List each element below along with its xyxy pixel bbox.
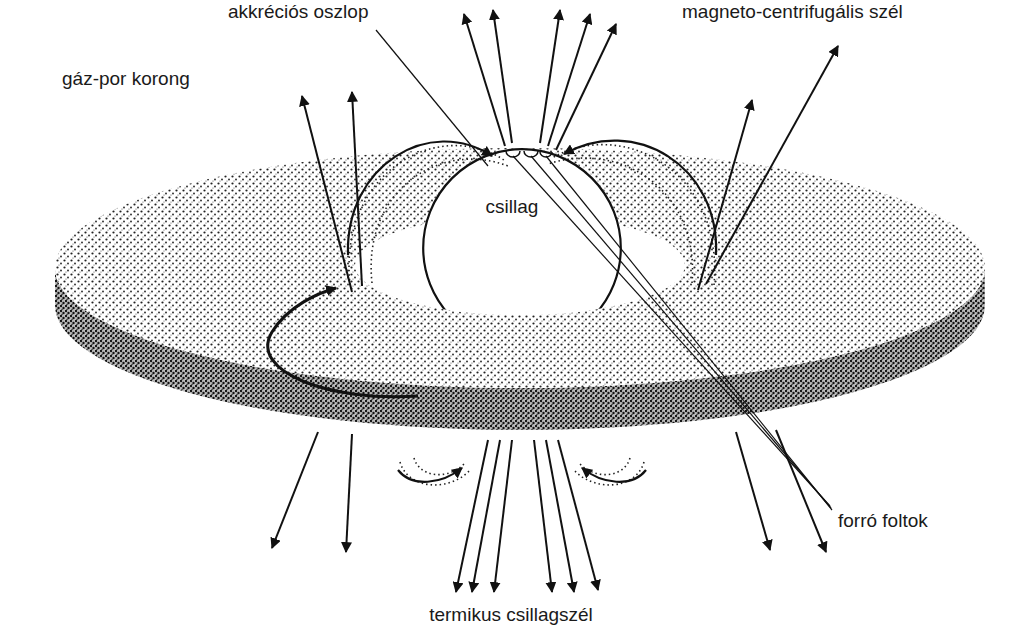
wind-arrows <box>272 10 838 592</box>
accretion-flow <box>348 141 716 482</box>
hotspot-label: forró foltok <box>836 510 930 533</box>
star-circle: csillag <box>422 148 622 348</box>
rotation-arrow <box>268 288 418 397</box>
thermal-wind-label: termikus csillagszél <box>427 604 595 627</box>
star-outline <box>422 148 622 348</box>
star-fill <box>422 148 622 348</box>
accretion-columns <box>349 145 715 485</box>
leader-line <box>376 30 488 166</box>
column-label: akkréciós oszlop <box>226 1 370 24</box>
disk-surface <box>55 148 985 388</box>
disk-label: gáz-por korong <box>60 68 192 91</box>
star-label: csillag <box>422 196 602 219</box>
wind-label: magneto-centrifugális szél <box>680 1 905 24</box>
leader-lines <box>513 156 832 510</box>
